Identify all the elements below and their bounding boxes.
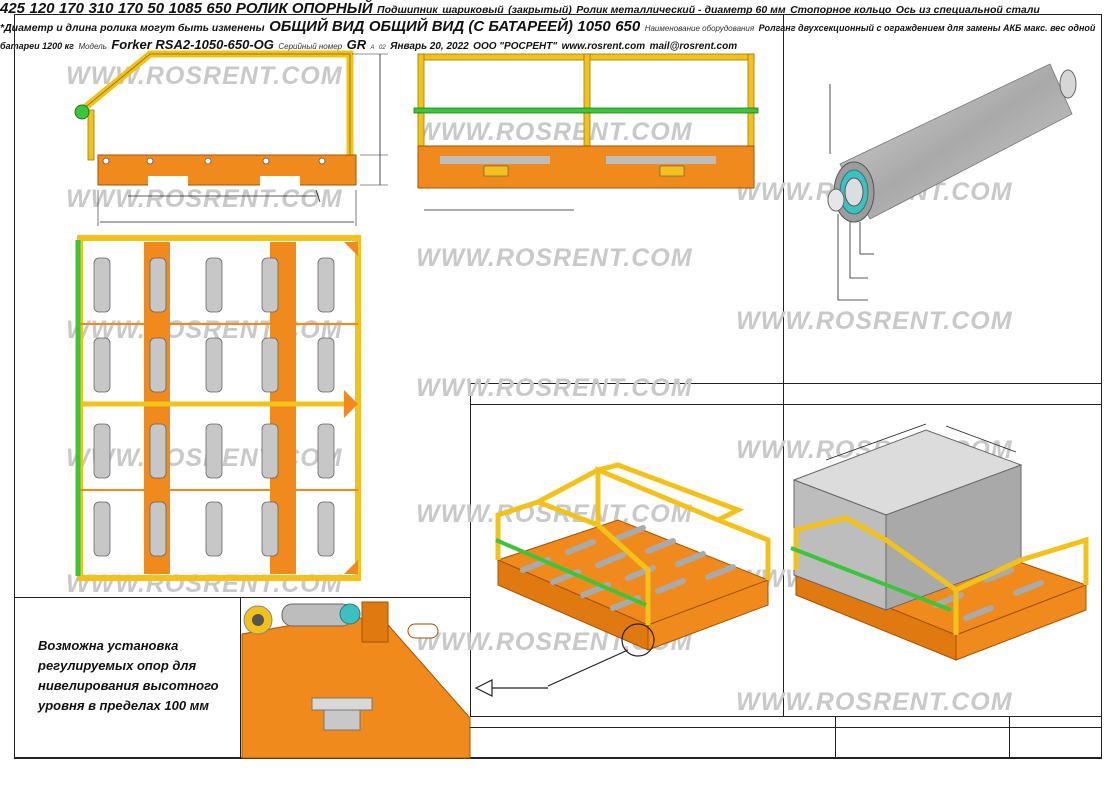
dim-box-width: 650 (615, 18, 641, 35)
titleblock-divider (1009, 716, 1010, 758)
roller-drawing (827, 63, 1077, 301)
roller-note: *Диаметр и длина ролика могут быть измен… (0, 22, 265, 34)
roller-axle-label: Ось из специальной стали (895, 4, 1040, 16)
titleblock-serial: GR (346, 37, 367, 52)
watermark: WWW.ROSRENT.COM (736, 688, 1013, 716)
detail-note-line: нивелирования высотного (38, 678, 219, 693)
titleblock-model-label: Модель (78, 42, 107, 51)
front-view-drawing (413, 53, 759, 211)
footer-company: ООО "РОСРЕНТ" (473, 41, 558, 52)
divider-footer-top (14, 758, 1102, 759)
dim-box-length: 1050 (577, 18, 611, 35)
drawing-sheet (14, 14, 1102, 758)
watermark: WWW.ROSRENT.COM (416, 118, 693, 146)
divider-views-title (470, 404, 1102, 405)
watermark: WWW.ROSRENT.COM (736, 307, 1013, 335)
watermark: WWW.ROSRENT.COM (66, 570, 343, 598)
footer-mail-link[interactable]: mail@rosrent.com (649, 41, 738, 52)
dim-width: 650 (206, 0, 232, 17)
dim-seg1: 170 (58, 0, 84, 17)
watermark: WWW.ROSRENT.COM (416, 374, 693, 402)
detail-arrow (474, 679, 548, 697)
divider-views-left (470, 383, 471, 716)
divider-roller-panel (783, 14, 784, 716)
titleblock-name: Ролганг двухсекционный с ограждением для… (758, 23, 1096, 33)
detail-note-line: уровня в пределах 100 мм (38, 698, 209, 713)
roller-bearing-label: (закрытый) (508, 4, 572, 16)
watermark: WWW.ROSRENT.COM (416, 500, 693, 528)
dim-seg2: 310 (88, 0, 114, 17)
roller-ring-label: Стопорное кольцо (790, 4, 892, 16)
dim-seg3: 170 (117, 0, 143, 17)
titleblock-serial-label: Серийный номер (278, 42, 343, 51)
detail-note-line: Возможна установка (38, 638, 179, 653)
divider-detail-mid (240, 597, 241, 758)
divider-views-top (470, 383, 1102, 384)
footer-date: Январь 20, 2022 (390, 41, 469, 52)
divider-detail-top (14, 597, 470, 598)
roller-bearing-label: шариковый (442, 4, 504, 16)
view-title-with-battery: ОБЩИЙ ВИД (С БАТАРЕЕЙ) (368, 18, 573, 35)
sheet-format: A (370, 45, 375, 51)
view-title-general: ОБЩИЙ ВИД (269, 18, 365, 35)
detail-note-line: регулируемых опор для (38, 658, 197, 673)
sheet-number: 02 (379, 45, 386, 51)
watermark: WWW.ROSRENT.COM (66, 185, 343, 213)
detail-note: Возможна установка регулируемых опор для… (38, 636, 219, 716)
roller-bearing-label: Подшипник (377, 4, 438, 16)
divider-titleblock-top (470, 716, 1102, 717)
dim-height-rail: 425 (0, 0, 26, 17)
roller-metal-label: Ролик металлический - диаметр 60 мм (576, 4, 786, 16)
dim-height-base: 120 (29, 0, 55, 17)
general-view-drawing (495, 462, 771, 687)
titleblock-name: батареи 1200 кг (0, 41, 74, 51)
side-view-drawing (74, 50, 388, 226)
dim-length: 1085 (168, 0, 202, 17)
battery-view-drawing (790, 423, 1089, 661)
footer-site-link[interactable]: www.rosrent.com (561, 41, 646, 52)
top-view-drawing (75, 235, 361, 581)
dim-offset: 50 (147, 0, 165, 17)
detail-drawing (241, 601, 471, 759)
titleblock-divider (835, 716, 836, 758)
titleblock-model: Forker RSA2-1050-650-OG (111, 37, 274, 52)
titleblock-divider (470, 727, 1102, 728)
roller-title: РОЛИК ОПОРНЫЙ (235, 0, 373, 17)
titleblock-name-label: Наименование оборудования (644, 24, 755, 33)
watermark: WWW.ROSRENT.COM (416, 244, 693, 272)
